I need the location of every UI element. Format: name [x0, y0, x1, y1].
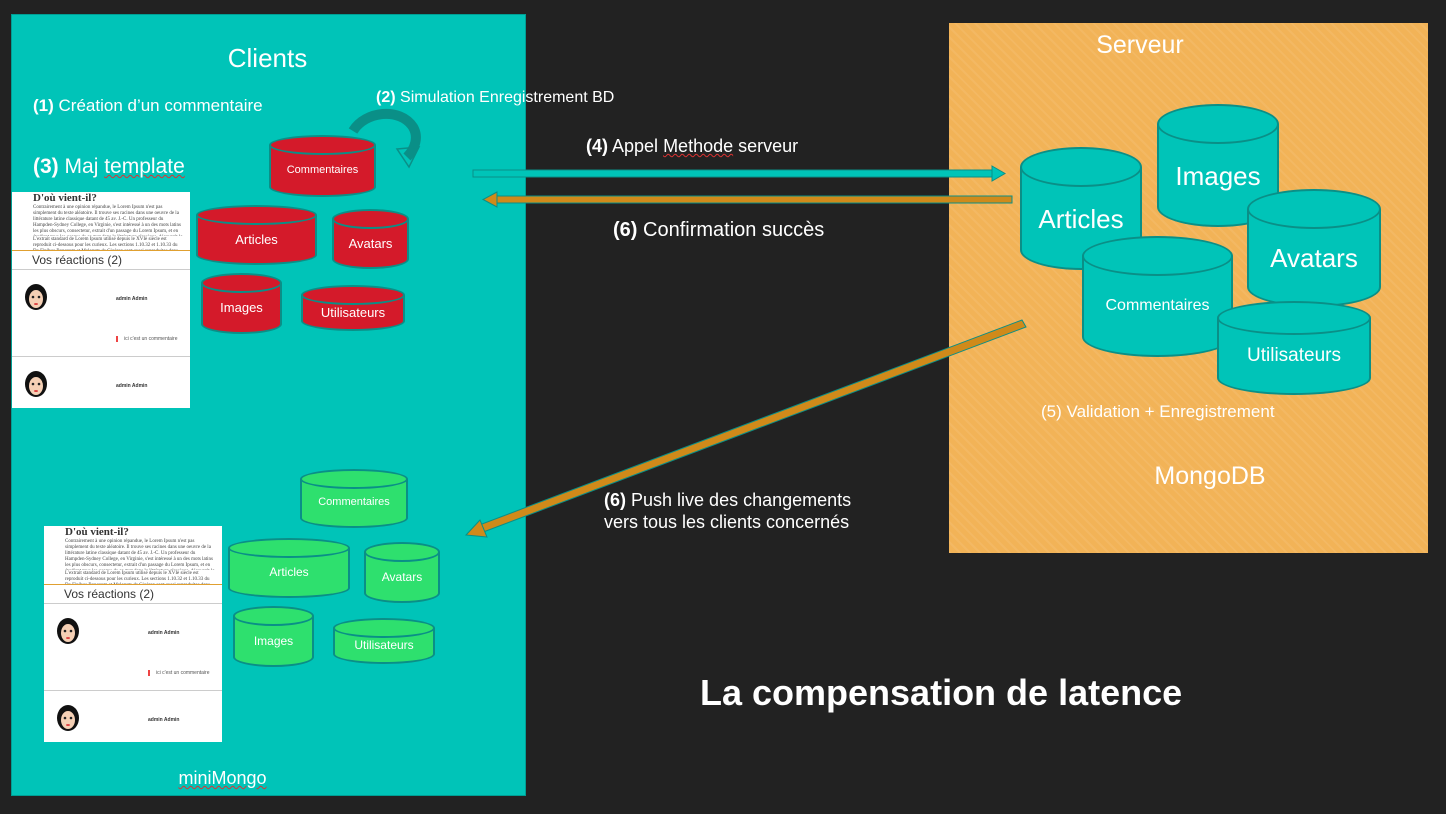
minimongo-label: miniMongo	[178, 768, 267, 788]
green-collection-cylinder: Utilisateurs	[333, 618, 435, 664]
card-paragraph-1: Contrairement à une opinion répandue, le…	[65, 539, 215, 570]
collection-label: Avatars	[381, 569, 423, 584]
collection-label: Commentaires	[286, 163, 359, 176]
collection-label: Commentaires	[318, 496, 390, 508]
card-heading: D'où vient-il?	[33, 192, 97, 204]
server-collection-cylinder: Commentaires	[1082, 236, 1233, 357]
clients-title: Clients	[227, 43, 308, 73]
article-card-top: D'où vient-il? Contrairement à une opini…	[12, 192, 190, 408]
curved-arrow-icon	[348, 109, 421, 169]
comment-author: admin Admin	[116, 296, 148, 302]
red-collection-cylinder: Articles	[196, 205, 317, 265]
server-title: Serveur	[1096, 31, 1184, 59]
comment-row: admin Admin	[44, 690, 222, 742]
green-collection-cylinder: Avatars	[364, 542, 440, 603]
avatar-icon	[25, 371, 47, 397]
comment-author: admin Admin	[148, 630, 180, 636]
red-collection-cylinder: Images	[201, 273, 282, 334]
step5-label: (5) Validation + Enregistrement	[1041, 402, 1275, 421]
collection-label: Articles	[235, 231, 278, 247]
card-paragraph-2: L'extrait standard de Lorem Ipsum utilis…	[33, 237, 178, 250]
green-collection-cylinder: Commentaires	[300, 469, 408, 528]
avatar-icon	[57, 618, 79, 644]
comment-text: ici c'est un commentaire	[148, 670, 209, 676]
arrow-left-confirm	[481, 191, 1013, 208]
card-paragraph-2: L'extrait standard de Lorem Ipsum utilis…	[65, 571, 210, 584]
step4-label: (4) Appel Methode serveur	[586, 136, 799, 156]
collection-label: Utilisateurs	[1247, 345, 1341, 366]
comment-row: admin Admin ici c'est un commentaire	[12, 269, 190, 356]
collection-label: Images	[1175, 160, 1261, 191]
red-collection-cylinder: Avatars	[332, 209, 409, 269]
comment-author: admin Admin	[116, 383, 148, 389]
green-collection-cylinder: Articles	[228, 538, 350, 598]
comment-author: admin Admin	[148, 717, 180, 723]
reactions-heading: Vos réactions (2)	[12, 250, 190, 269]
collection-label: Articles	[1038, 203, 1124, 234]
server-collection-cylinder: Avatars	[1247, 189, 1381, 307]
comment-row: admin Admin	[12, 356, 190, 408]
mongodb-label: MongoDB	[1154, 462, 1266, 490]
collection-label: Articles	[269, 565, 309, 579]
step2-label: (2) Simulation Enregistrement BD	[376, 89, 615, 106]
green-collection-cylinder: Images	[233, 606, 314, 667]
collection-label: Utilisateurs	[354, 638, 414, 652]
server-collection-cylinder: Utilisateurs	[1217, 301, 1371, 395]
collection-label: Avatars	[1270, 243, 1358, 273]
red-collection-cylinder: Utilisateurs	[301, 285, 405, 331]
arrow-right-call	[472, 165, 1007, 182]
server-collection-cylinder: Articles	[1020, 147, 1142, 270]
step3-label: (3) Maj template	[33, 155, 185, 178]
avatar-icon	[25, 284, 47, 310]
collection-label: Commentaires	[1105, 296, 1210, 314]
comment-row: admin Admin ici c'est un commentaire	[44, 603, 222, 690]
collection-label: Utilisateurs	[320, 304, 386, 320]
card-heading: D'où vient-il?	[65, 526, 129, 538]
step1-label: (1) Création d’un commentaire	[33, 96, 263, 115]
arrow-push-live	[464, 319, 1027, 538]
step6-push-label: (6) Push live des changements vers tous …	[604, 490, 852, 532]
comment-text: ici c'est un commentaire	[116, 336, 177, 342]
step6-confirm-label: (6) Confirmation succès	[613, 219, 825, 241]
avatar-icon	[57, 705, 79, 731]
red-collection-cylinder: Commentaires	[269, 135, 376, 197]
article-card-bottom: D'où vient-il? Contrairement à une opini…	[44, 526, 222, 742]
collection-label: Images	[220, 300, 263, 315]
collection-label: Images	[253, 633, 294, 648]
collection-label: Avatars	[348, 235, 393, 251]
main-title: La compensation de latence	[700, 672, 1183, 713]
reactions-heading: Vos réactions (2)	[44, 584, 222, 603]
card-paragraph-1: Contrairement à une opinion répandue, le…	[33, 205, 183, 236]
